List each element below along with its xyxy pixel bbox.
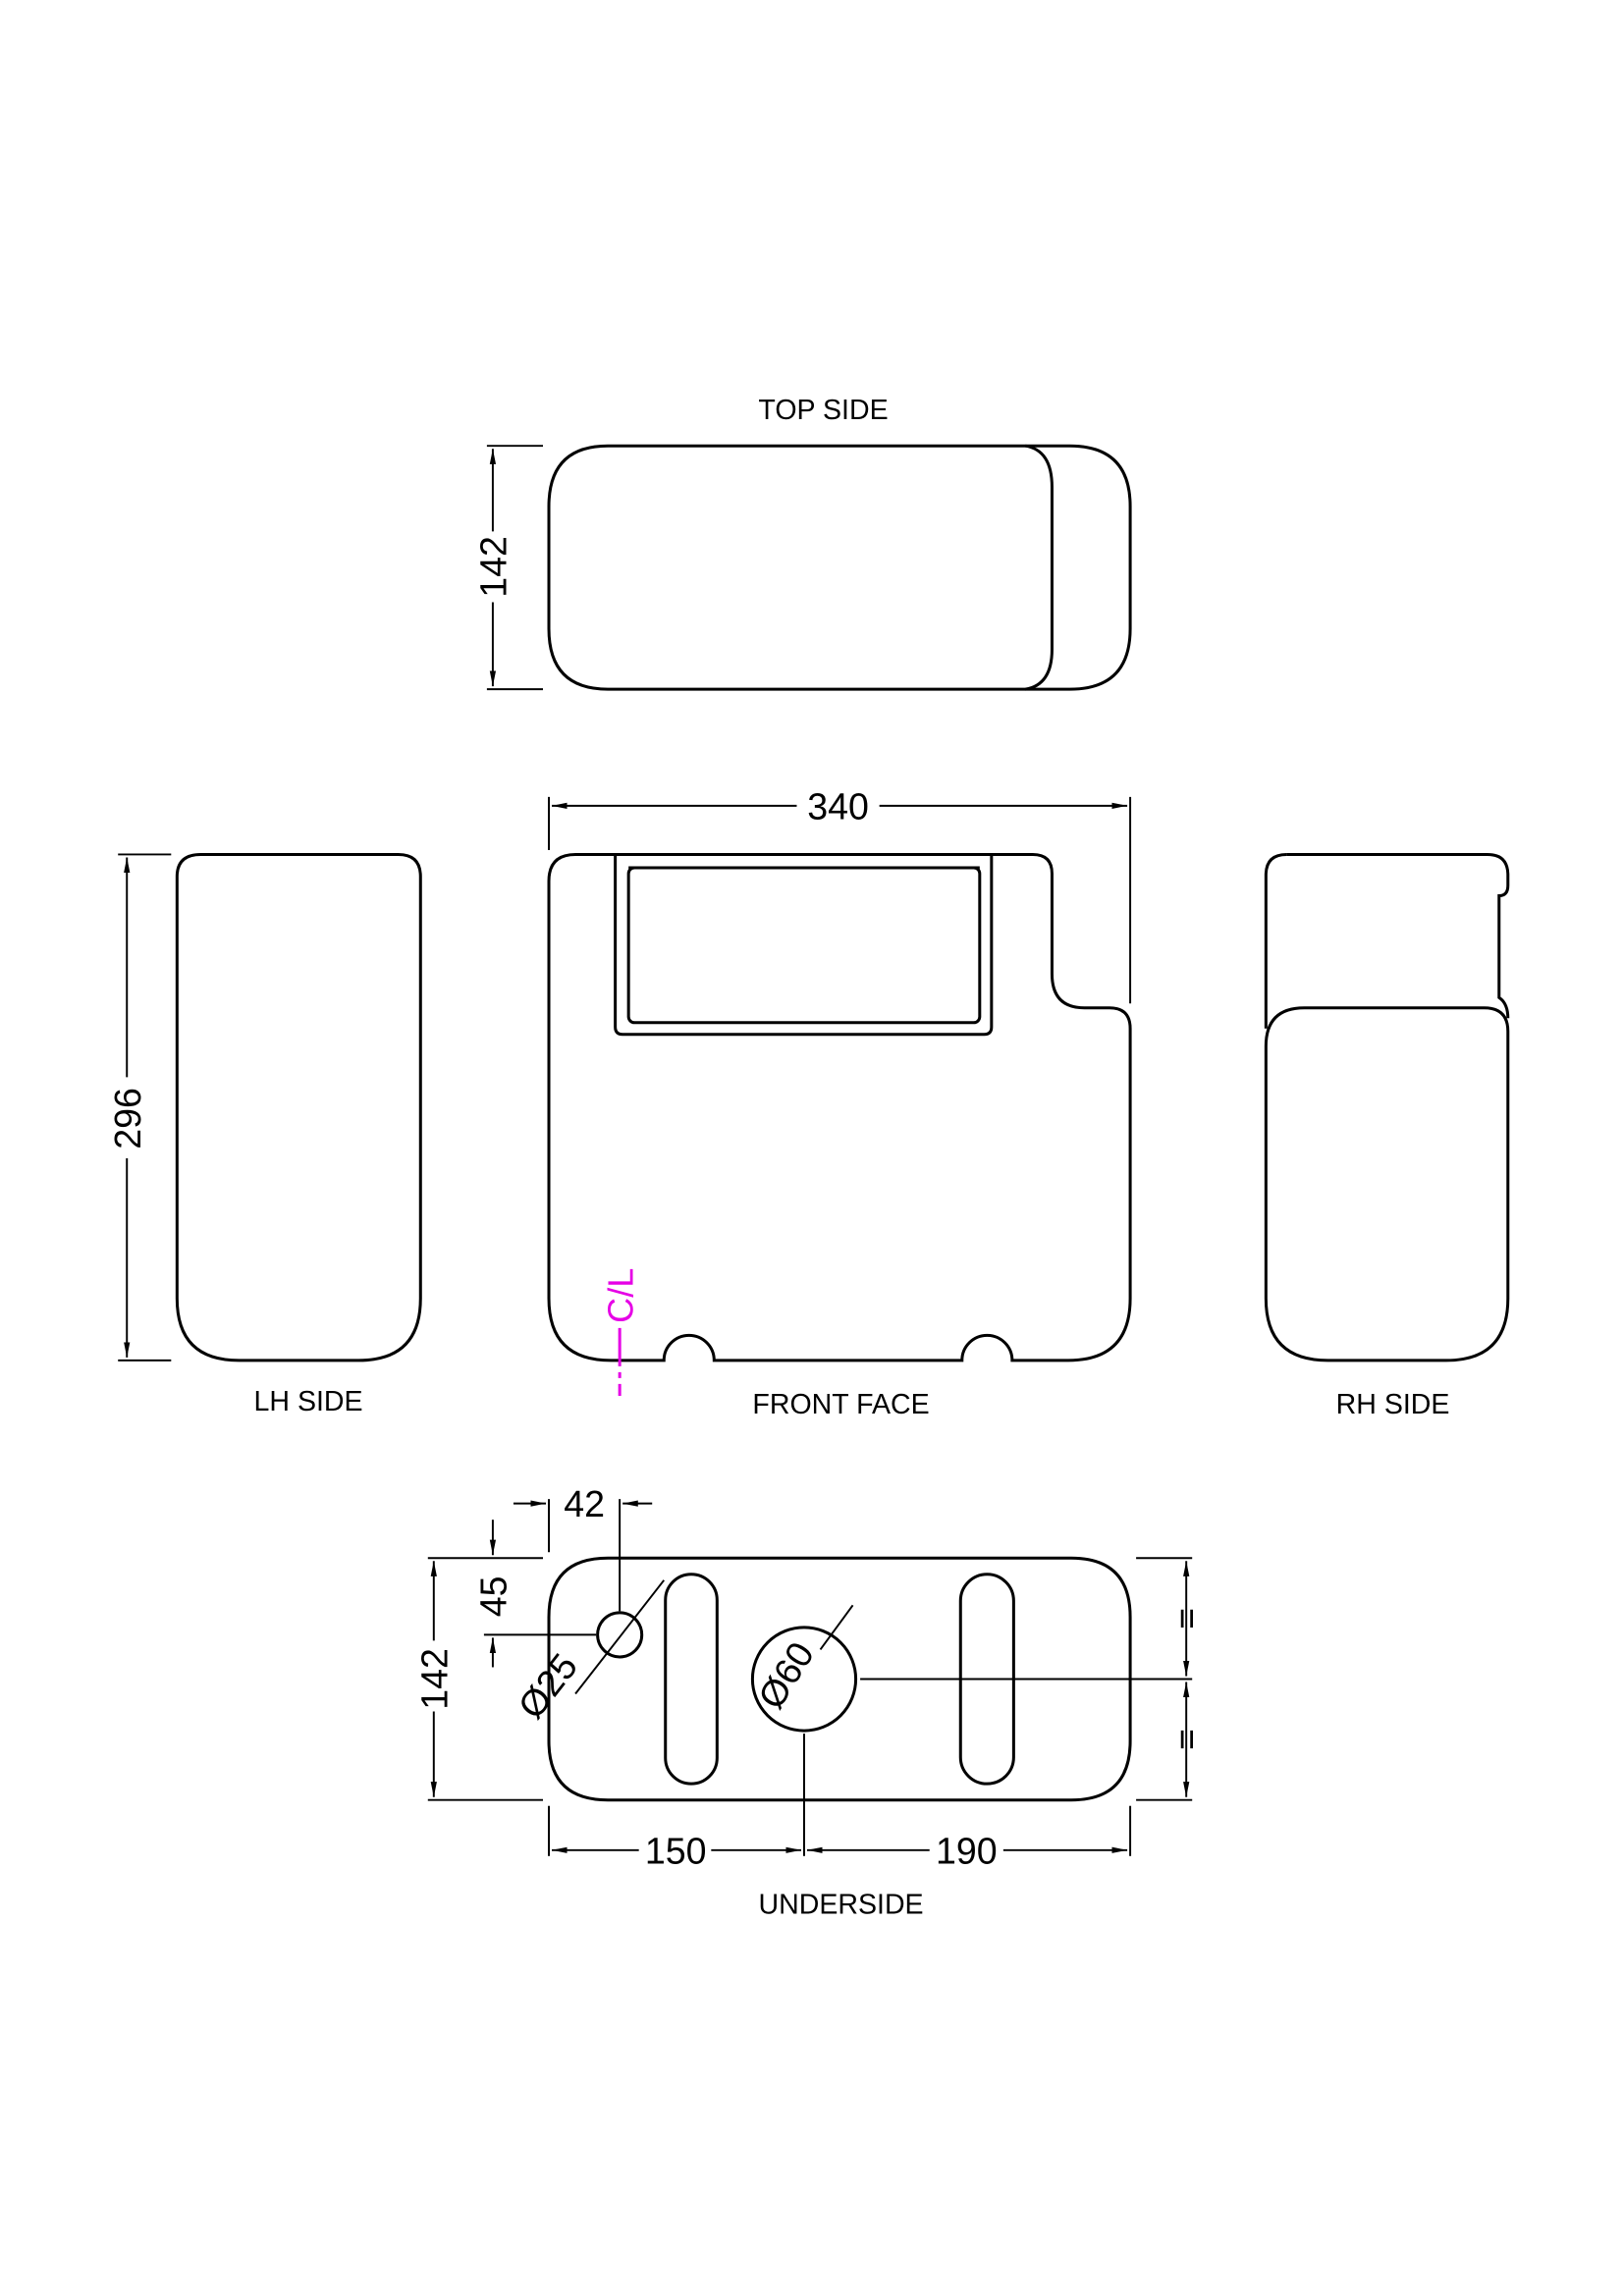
front-face-label: FRONT FACE — [752, 1389, 929, 1420]
under-depth-dim: 142 — [413, 1648, 455, 1710]
width-dim: 340 — [807, 785, 869, 827]
top-outline — [547, 444, 1132, 691]
underside-view: 42 45 Ø25 Ø60 142 = = 150 — [413, 1483, 1207, 1920]
offset-y-dim: 45 — [472, 1575, 514, 1617]
height-dim: 296 — [107, 1088, 148, 1149]
equal-mark-upper: = — [1166, 1608, 1208, 1629]
hole-25 — [596, 1611, 644, 1659]
lh-outline — [175, 852, 422, 1362]
front-face-view: 340 C/L FRONT FACE — [547, 785, 1132, 1420]
top-depth-dim: 142 — [472, 536, 514, 598]
rh-lower-outline — [1264, 1006, 1510, 1362]
front-outline — [547, 852, 1132, 1362]
lh-side-label: LH SIDE — [254, 1386, 363, 1417]
left-to-outlet-dim: 150 — [645, 1830, 707, 1871]
lh-side-view: 296 LH SIDE — [107, 852, 422, 1417]
rh-side-view: RH SIDE — [1264, 852, 1510, 1420]
offset-x-dim: 42 — [564, 1483, 605, 1524]
equal-mark-lower: = — [1166, 1729, 1208, 1750]
dia-large-dim: Ø60 — [750, 1634, 822, 1715]
top-lid-edge — [1025, 444, 1054, 691]
slot-left — [664, 1573, 719, 1786]
top-side-view: TOP SIDE 142 — [472, 395, 1132, 691]
outlet-to-right-dim: 190 — [936, 1830, 998, 1871]
cistern-recess-inner — [626, 866, 982, 1025]
underside-outline — [547, 1556, 1132, 1802]
hole-60 — [750, 1626, 858, 1733]
rh-side-label: RH SIDE — [1336, 1389, 1450, 1420]
underside-label: UNDERSIDE — [758, 1889, 923, 1920]
centerline-label: C/L — [601, 1268, 641, 1323]
cistern-recess-outer — [614, 854, 994, 1037]
rh-upper-outline — [1286, 852, 1510, 1019]
top-side-label: TOP SIDE — [758, 395, 888, 426]
dia-small-dim: Ø25 — [510, 1646, 585, 1727]
